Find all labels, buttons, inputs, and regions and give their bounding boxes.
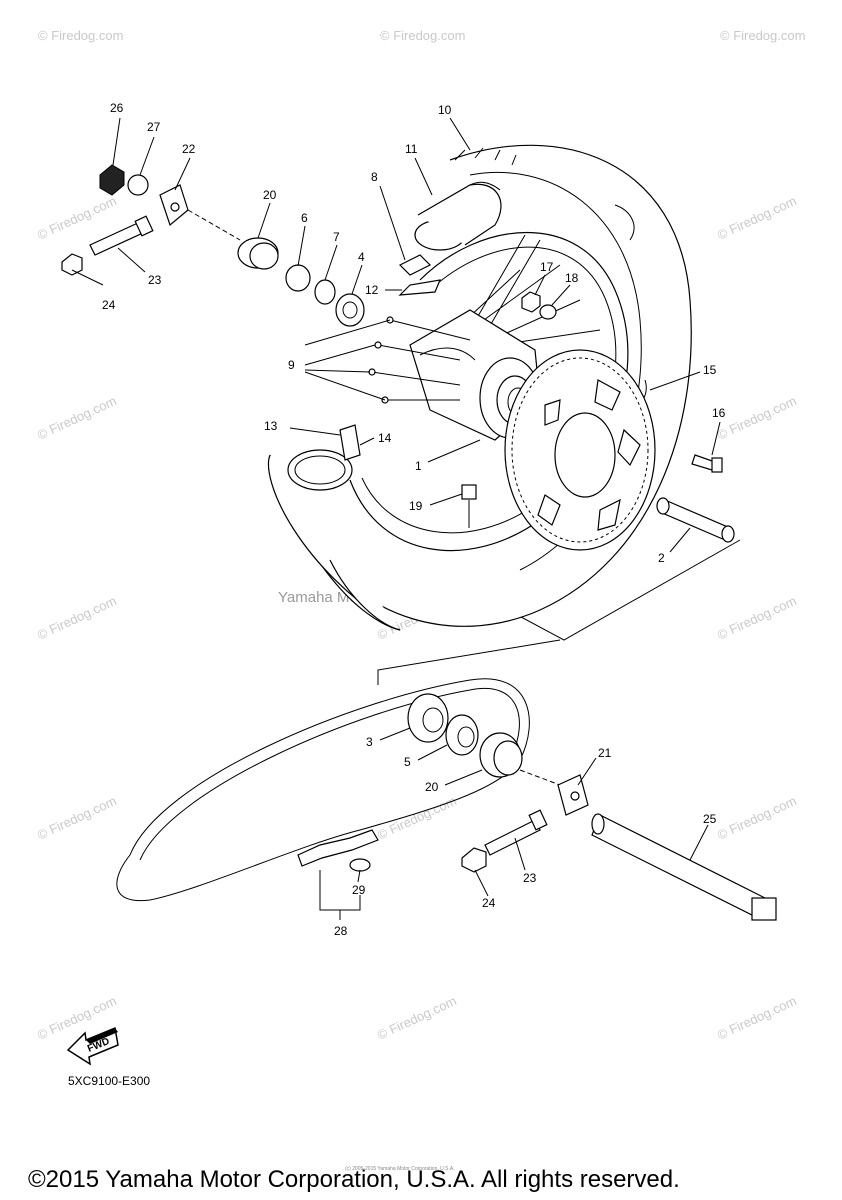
watermark: © Firedog.com bbox=[35, 393, 119, 443]
left-axle-stack bbox=[61, 164, 365, 327]
callout-29: 29 bbox=[352, 883, 366, 897]
lower-adjust-bolt bbox=[461, 809, 548, 873]
fine-print: (c) 2005-2015 Yamaha Motor Corporation, … bbox=[345, 1166, 455, 1172]
callout-20-upper: 20 bbox=[263, 188, 277, 202]
watermark: © Firedog.com bbox=[35, 593, 119, 643]
section-separator bbox=[377, 539, 741, 685]
axle-nut bbox=[99, 164, 125, 196]
callout-2: 2 bbox=[658, 551, 665, 565]
callout-23-lower: 23 bbox=[523, 871, 537, 885]
tube-protector bbox=[398, 254, 432, 276]
inner-tube bbox=[414, 181, 502, 251]
washer bbox=[127, 174, 149, 196]
watermark: © Firedog.com bbox=[720, 28, 805, 43]
callout-6: 6 bbox=[301, 211, 308, 225]
spring-washer bbox=[539, 304, 557, 320]
rear-axle bbox=[591, 813, 777, 921]
copyright: ©2015 Yamaha Motor Corporation, U.S.A. A… bbox=[28, 1166, 680, 1193]
watermark: © Firedog.com bbox=[715, 393, 799, 443]
wheel-collar bbox=[237, 237, 279, 270]
collar bbox=[656, 497, 735, 543]
lower-assembly bbox=[116, 678, 777, 921]
diagram-code: 5XC9100-E300 bbox=[68, 1074, 150, 1088]
watermark: © Firedog.com bbox=[375, 793, 459, 843]
callout-27: 27 bbox=[147, 120, 161, 134]
watermark: © Firedog.com bbox=[35, 193, 119, 243]
fwd-arrow-icon: FWD bbox=[66, 1026, 119, 1066]
callout-11: 11 bbox=[405, 142, 418, 156]
watermark: © Firedog.com bbox=[35, 793, 119, 843]
lower-bearing bbox=[407, 693, 449, 743]
watermark: © Firedog.com bbox=[38, 28, 123, 43]
bearing bbox=[335, 293, 365, 327]
rear-sprocket bbox=[504, 349, 656, 551]
callout-21: 21 bbox=[598, 746, 612, 760]
callout-18: 18 bbox=[565, 271, 579, 285]
watermark: © Firedog.com bbox=[715, 593, 799, 643]
callout-13: 13 bbox=[264, 419, 278, 433]
adjust-bolt bbox=[61, 215, 154, 276]
callout-5: 5 bbox=[404, 755, 411, 769]
sprocket-bolt bbox=[691, 454, 723, 473]
callout-4: 4 bbox=[358, 250, 365, 264]
callout-25: 25 bbox=[703, 812, 717, 826]
callout-8: 8 bbox=[371, 170, 378, 184]
oil-seal bbox=[285, 264, 311, 292]
callout-26: 26 bbox=[110, 101, 124, 115]
callout-10: 10 bbox=[438, 103, 452, 117]
circlip bbox=[314, 279, 336, 305]
callout-24-upper: 24 bbox=[102, 298, 116, 312]
rim-lock bbox=[287, 424, 361, 491]
watermark: © Firedog.com bbox=[715, 993, 799, 1043]
watermark: © Firedog.com bbox=[715, 793, 799, 843]
watermark: © Firedog.com bbox=[375, 993, 459, 1043]
sprocket-nut bbox=[521, 291, 541, 313]
valve-nut bbox=[461, 484, 477, 528]
callout-1: 1 bbox=[415, 459, 422, 473]
leader-lines bbox=[71, 117, 721, 920]
callout-15: 15 bbox=[703, 363, 717, 377]
rim-band bbox=[398, 279, 441, 296]
callouts: 26 27 22 20 6 7 4 8 11 10 12 9 13 14 1 1… bbox=[102, 101, 726, 938]
callout-24-lower: 24 bbox=[482, 896, 496, 910]
callout-23-upper: 23 bbox=[148, 273, 162, 287]
watermark: © Firedog.com bbox=[380, 28, 465, 43]
callout-22: 22 bbox=[182, 142, 196, 156]
callout-9: 9 bbox=[288, 358, 295, 372]
lower-oil-seal bbox=[445, 714, 479, 756]
callout-20-lower: 20 bbox=[425, 780, 439, 794]
callout-14: 14 bbox=[378, 431, 392, 445]
callout-16: 16 bbox=[712, 406, 726, 420]
callout-17: 17 bbox=[540, 260, 554, 274]
callout-7: 7 bbox=[333, 230, 340, 244]
callout-12: 12 bbox=[365, 283, 379, 297]
adjuster-plate bbox=[557, 774, 589, 816]
callout-28: 28 bbox=[334, 924, 348, 938]
callout-19: 19 bbox=[409, 499, 423, 513]
watermark: © Firedog.com bbox=[715, 193, 799, 243]
lower-collar bbox=[479, 732, 523, 778]
callout-3: 3 bbox=[366, 735, 373, 749]
